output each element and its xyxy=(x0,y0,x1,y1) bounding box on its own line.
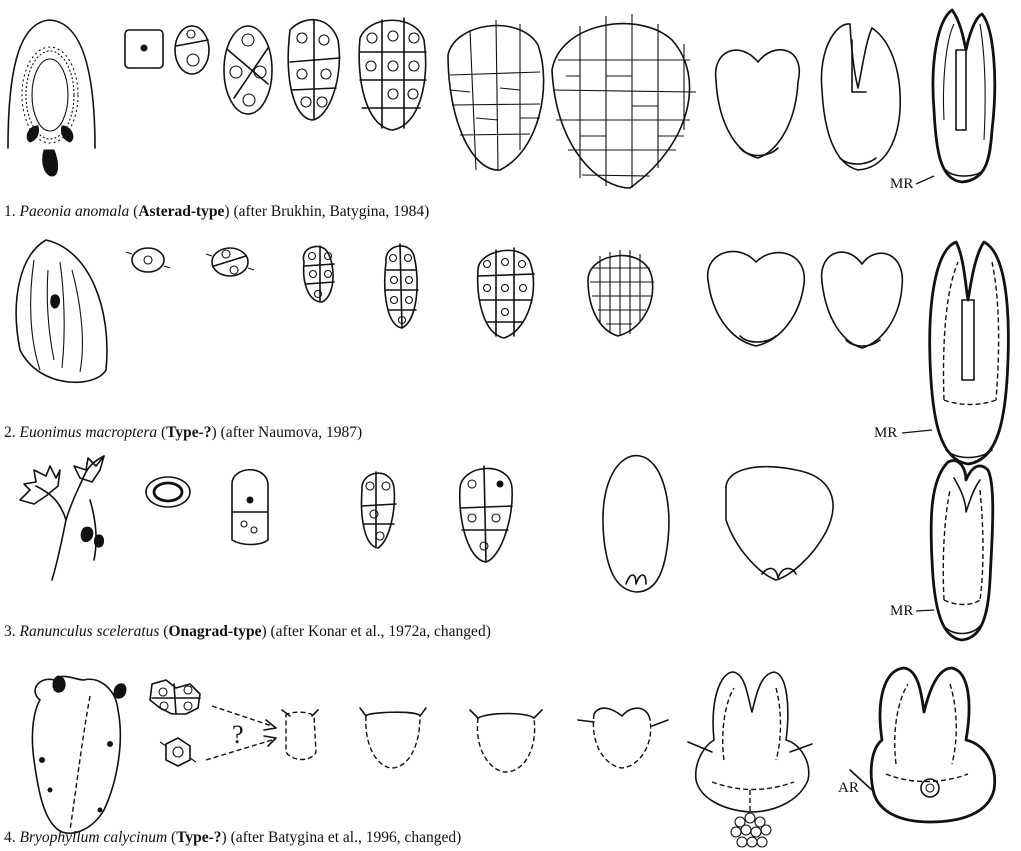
row4-cell-cluster xyxy=(150,680,200,714)
row-2-number: 2. xyxy=(4,424,16,441)
row1-globular-embryo xyxy=(448,20,544,170)
row4-plantlet xyxy=(688,672,812,847)
row2-seed xyxy=(16,240,107,382)
row-4-drawings xyxy=(32,668,994,847)
label-ar-row4: AR xyxy=(838,780,859,796)
row1-heart-embryo xyxy=(716,50,800,158)
row1-cell-16 xyxy=(359,18,426,130)
row-2-source: (after Naumova, 1987) xyxy=(221,424,363,441)
row-3-type: Onagrad-type xyxy=(168,623,261,640)
row2-heart-embryo-2 xyxy=(822,252,903,348)
row-3-species: Ranunculus sceleratus xyxy=(20,623,160,640)
row3-cell-8 xyxy=(362,472,396,548)
row-1-number: 1. xyxy=(4,203,16,220)
row2-mature-embryo xyxy=(930,242,1009,464)
row4-dashed-proembryo-2 xyxy=(360,708,426,768)
row4-dashed-proembryo-3 xyxy=(470,710,542,772)
row-3-drawings xyxy=(20,456,993,640)
row-1-drawings xyxy=(8,10,995,188)
row-4-caption: 4. Bryophyllum calycinum (Type-?) (after… xyxy=(4,829,461,847)
row2-cell-2 xyxy=(206,248,254,276)
row-2-species: Euonimus macroptera xyxy=(20,424,158,441)
row3-cell-1 xyxy=(146,477,190,507)
row4-dashed-proembryo-1 xyxy=(282,710,318,760)
row3-cell-16 xyxy=(460,466,512,562)
row3-plant-shoot xyxy=(20,456,104,580)
row1-cell-8 xyxy=(288,20,340,120)
row-2-caption: 2. Euonimus macroptera (Type-?) (after N… xyxy=(4,424,362,442)
row-3-number: 3. xyxy=(4,623,16,640)
row-4-source: (after Batygina et al., 1996, changed) xyxy=(231,829,462,846)
label-mr-row1: MR xyxy=(890,176,913,192)
row1-ovule xyxy=(8,20,95,176)
row4-single-cell xyxy=(160,738,196,766)
row3-cell-4 xyxy=(232,470,268,545)
row4-root-cluster xyxy=(731,813,771,847)
label-mr-row2: MR xyxy=(874,425,897,441)
row1-cell-1 xyxy=(125,30,163,68)
row2-heart-embryo-1 xyxy=(708,252,805,346)
row3-mature-embryo xyxy=(931,461,993,640)
row-1-caption: 1. Paeonia anomala (Asterad-type) (after… xyxy=(4,203,429,221)
row2-cell-8 xyxy=(385,244,418,328)
row2-cell-1 xyxy=(126,248,170,272)
row2-cell-16 xyxy=(478,248,534,338)
row-4-species: Bryophyllum calycinum xyxy=(20,829,168,846)
row3-elongated-embryo xyxy=(603,456,669,592)
row4-dashed-heart xyxy=(578,708,668,768)
row3-heart-embryo xyxy=(726,467,833,580)
label-mr-row3: MR xyxy=(890,603,913,619)
row1-cell-4 xyxy=(224,26,272,114)
row4-mature-plantlet xyxy=(850,668,995,822)
row2-globular-embryo xyxy=(588,250,654,336)
row1-torpedo-embryo xyxy=(821,24,900,170)
row-2-type: Type-? xyxy=(166,424,211,441)
row-1-type: Asterad-type xyxy=(138,203,224,220)
row2-cell-4 xyxy=(303,246,334,302)
row-4-number: 4. xyxy=(4,829,16,846)
row-4-type: Type-? xyxy=(176,829,221,846)
row-1-source: (after Brukhin, Batygina, 1984) xyxy=(233,203,429,220)
row4-leaf xyxy=(32,676,126,833)
question-mark: ? xyxy=(232,722,244,748)
row-1-species: Paeonia anomala xyxy=(20,203,130,220)
row-3-caption: 3. Ranunculus sceleratus (Onagrad-type) … xyxy=(4,623,491,641)
row1-cell-2 xyxy=(175,26,209,74)
row1-mature-embryo xyxy=(933,10,995,182)
row1-late-globular-embryo xyxy=(552,14,696,188)
row-3-source: (after Konar et al., 1972a, changed) xyxy=(271,623,491,640)
